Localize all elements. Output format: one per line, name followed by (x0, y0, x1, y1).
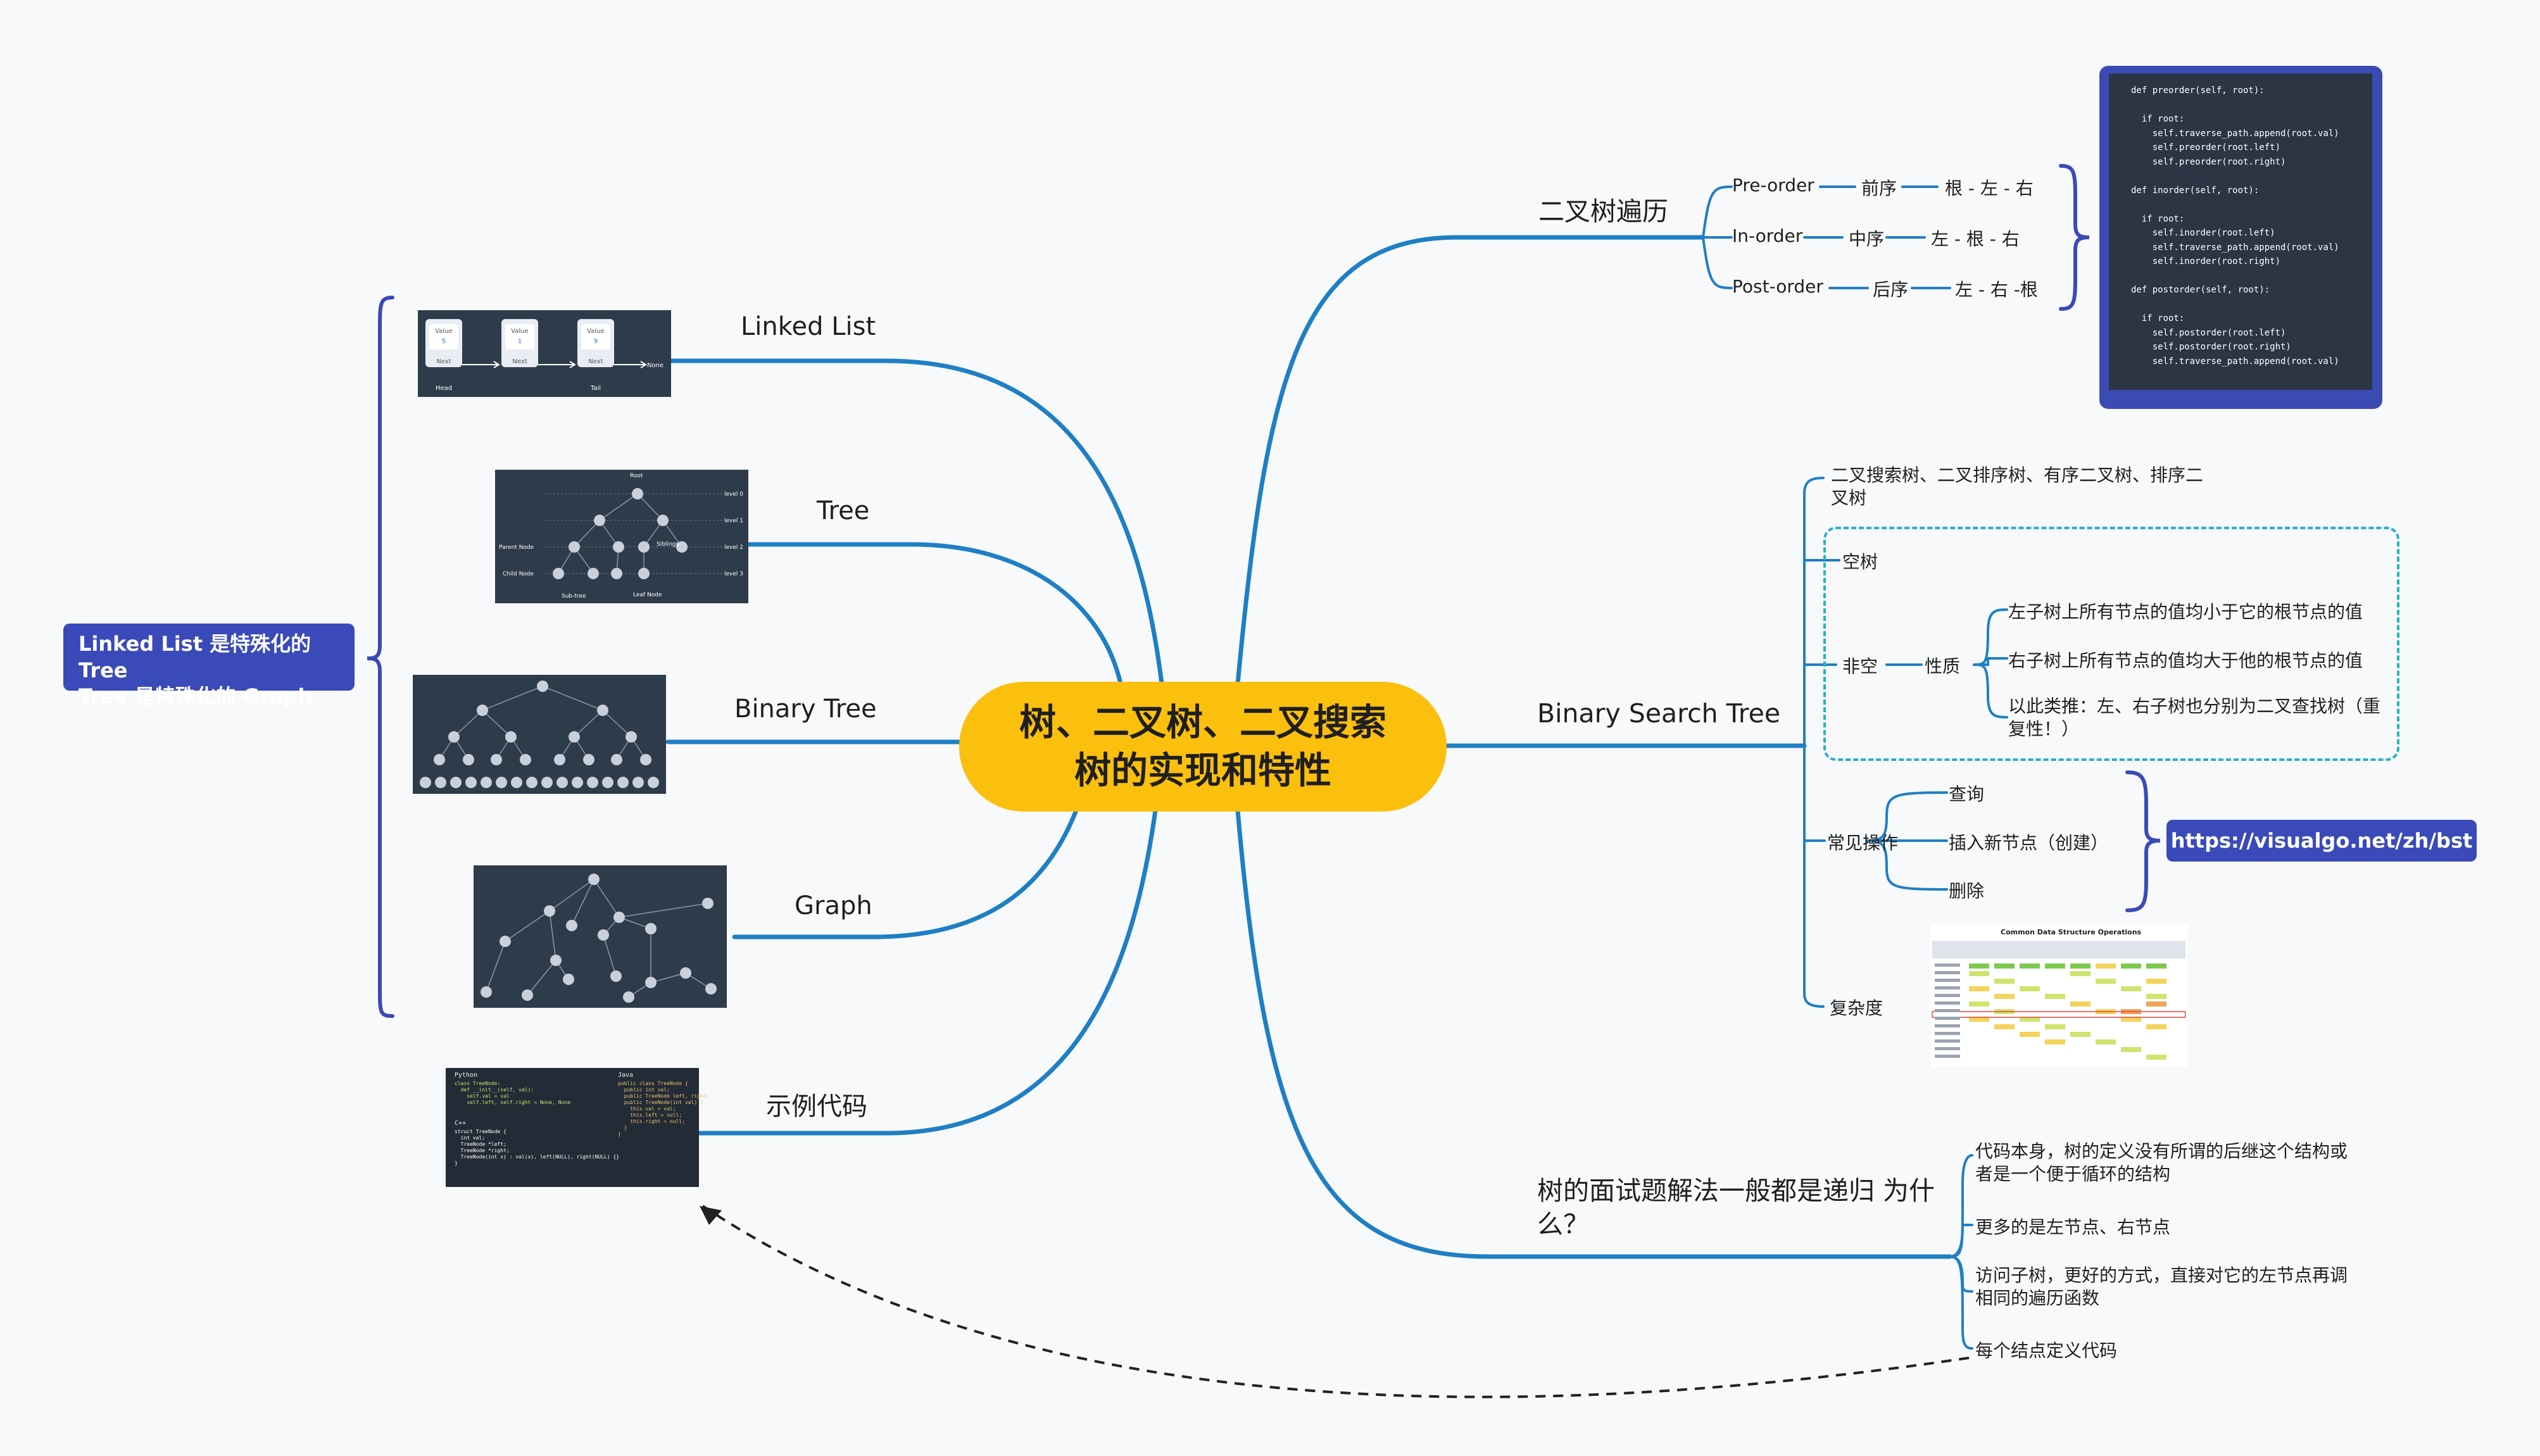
inorder-order[interactable]: 左 - 根 - 右 (1931, 229, 2020, 249)
interview-answer-1[interactable]: 代码本身，树的定义没有所谓的后继这个结构或者是一个便于循环的结构 (1975, 1141, 2348, 1185)
graph-diagram (481, 874, 717, 1003)
java-code: public class TreeNode { public int val; … (618, 1081, 710, 1137)
java-title: Java (618, 1072, 634, 1079)
preorder-en[interactable]: Pre-order (1732, 175, 1814, 196)
complexity-table-grid (1932, 941, 2186, 1060)
branch-graph (732, 808, 1079, 939)
topic-traversal[interactable]: 二叉树遍历 (1538, 196, 1668, 227)
inorder-en[interactable]: In-order (1732, 225, 1803, 246)
complexity-table-title: Common Data Structure Operations (2001, 928, 2142, 936)
ll-tail-label: Tail (590, 385, 601, 392)
cpp-code: struct TreeNode { int val; TreeNode *lef… (455, 1129, 620, 1166)
traversal-code: def preorder(self, root): if root: self.… (2131, 85, 2339, 367)
cpp-title: C++ (455, 1120, 467, 1127)
topic-interview[interactable]: 树的面试题解法一般都是递归 为什么？ (1537, 1176, 1935, 1240)
ll-next-label: Next (436, 358, 451, 365)
traversal-code-background (2109, 73, 2372, 390)
graph-image (474, 865, 727, 1008)
dashed-arrow (701, 1205, 1970, 1398)
interview-answer-2[interactable]: 更多的是左节点、右节点 (1975, 1217, 2171, 1238)
tree-parent-label: Parent Node (499, 544, 534, 551)
bst-empty[interactable]: 空树 (1842, 551, 1878, 572)
inorder-zh[interactable]: 中序 (1849, 229, 1885, 249)
ll-value-3: 9 (594, 338, 598, 345)
ll-head-label: Head (436, 385, 452, 392)
visualgo-link[interactable]: https://visualgo.net/zh/bst (2166, 820, 2477, 862)
branch-traversal (1235, 235, 1706, 686)
central-topic[interactable]: 树、二叉树、二叉搜索 树的实现和特性 (959, 682, 1447, 812)
bst-op-insert[interactable]: 插入新节点（创建） (1949, 832, 2109, 853)
tree-root-label: Root (630, 473, 643, 479)
postorder-en[interactable]: Post-order (1732, 276, 1823, 297)
central-topic-line1: 树、二叉树、二叉搜索 (1019, 701, 1386, 744)
branch-tree (745, 542, 1123, 686)
interview-answer-4[interactable]: 每个结点定义代码 (1975, 1340, 2118, 1361)
python-title: Python (455, 1072, 478, 1079)
topic-bst[interactable]: Binary Search Tree (1537, 698, 1781, 729)
note-line1: Linked List 是特殊化的 Tree (79, 632, 311, 682)
tree-subtree-label: Sub-tree (562, 593, 586, 599)
interview-answer-3[interactable]: 访问子树，更好的方式，直接对它的左节点再调相同的遍历函数 (1975, 1265, 2348, 1309)
linked-list-image: Value 5 Next Value 1 Next Value 9 Next N… (418, 310, 671, 397)
tree-level2-label: level 2 (724, 544, 743, 551)
ll-value-label: Value (587, 328, 604, 335)
branch-interview (1235, 808, 1952, 1259)
branch-linked-list (669, 358, 1164, 686)
bst-definition-group (1823, 527, 2399, 761)
branch-sample-code (697, 808, 1158, 1136)
sample-code-image: Python class TreeNode: def __init__(self… (446, 1068, 710, 1187)
linked-list-diagram: Value 5 Next Value 1 Next Value 9 Next N… (425, 319, 663, 392)
visualgo-link-text: https://visualgo.net/zh/bst (2170, 829, 2473, 853)
ops-bracket (2125, 770, 2161, 912)
postorder-zh[interactable]: 后序 (1873, 279, 1909, 300)
central-topic-line2: 树的实现和特性 (1074, 748, 1331, 792)
ll-value-1: 5 (442, 338, 446, 345)
tree-diagram: Root level 0 level 1 level 2 level 3 Par… (499, 473, 743, 599)
preorder-order[interactable]: 根 - 左 - 右 (1945, 178, 2034, 199)
traversal-bracket (2059, 164, 2090, 311)
left-bracket (367, 296, 394, 1018)
left-note[interactable]: Linked List 是特殊化的 Tree Tree 是特殊化的 Graph (63, 624, 355, 708)
topic-sample-code[interactable]: 示例代码 (766, 1092, 867, 1121)
ll-next-label: Next (512, 358, 527, 365)
ll-next-label: Next (588, 358, 603, 365)
bst-op-query[interactable]: 查询 (1949, 784, 1985, 805)
bst-op-delete[interactable]: 删除 (1949, 881, 1985, 901)
ll-value-label: Value (435, 328, 452, 335)
bst-property[interactable]: 性质 (1925, 656, 1961, 677)
topic-linked-list[interactable]: Linked List (741, 312, 876, 341)
tree-siblings-label: Siblings (657, 541, 679, 548)
note-line2: Tree 是特殊化的 Graph (79, 684, 313, 709)
python-code: class TreeNode: def __init__(self, val):… (455, 1081, 571, 1105)
preorder-zh[interactable]: 前序 (1861, 178, 1897, 199)
bst-aliases[interactable]: 二叉搜索树、二叉排序树、有序二叉树、排序二叉树 (1831, 465, 2204, 509)
tree-image: Root level 0 level 1 level 2 level 3 Par… (495, 470, 748, 603)
tree-leaf-label: Leaf Node (633, 592, 662, 598)
ll-none-label: None (647, 362, 663, 369)
topic-binary-tree[interactable]: Binary Tree (734, 694, 877, 724)
bst-complexity[interactable]: 复杂度 (1830, 998, 1883, 1019)
binary-tree-diagram (420, 681, 659, 788)
bst-property-2[interactable]: 右子树上所有节点的值均大于他的根节点的值 (2008, 650, 2363, 671)
tree-level3-label: level 3 (724, 571, 743, 577)
ll-value-2: 1 (518, 338, 522, 345)
topic-graph[interactable]: Graph (795, 891, 872, 920)
bst-nonempty[interactable]: 非空 (1842, 656, 1878, 677)
bst-property-3[interactable]: 以此类推：左、右子树也分别为二叉查找树（重复性！） (2008, 696, 2381, 740)
bst-property-1[interactable]: 左子树上所有节点的值均小于它的根节点的值 (2008, 601, 2363, 622)
tree-level1-label: level 1 (724, 518, 743, 524)
complexity-table-image: Common Data Structure Operations (1931, 924, 2187, 1067)
bst-operations[interactable]: 常见操作 (1827, 832, 1899, 853)
tree-level0-label: level 0 (724, 491, 743, 498)
postorder-order[interactable]: 左 - 右 -根 (1955, 279, 2038, 300)
topic-tree[interactable]: Tree (817, 496, 870, 525)
binary-tree-image (413, 675, 666, 794)
ll-value-label: Value (511, 328, 528, 335)
tree-child-label: Child Node (503, 571, 534, 577)
